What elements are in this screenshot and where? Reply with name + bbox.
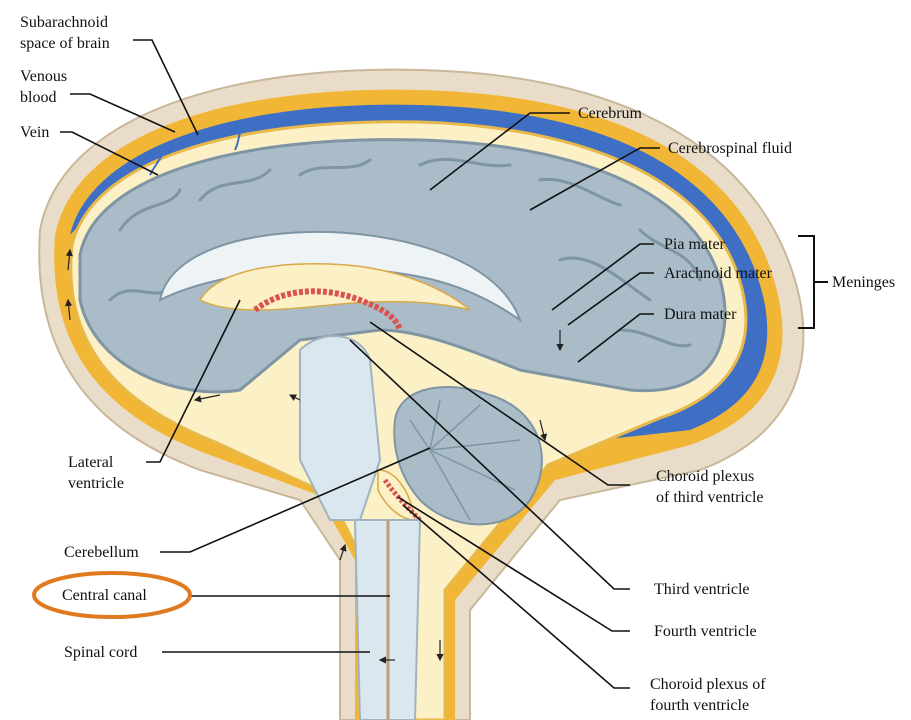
lateral-ventricle — [198, 263, 471, 311]
label-lateral-ventricle: Lateral ventricle — [68, 452, 124, 494]
label-choroid-third-line2: of third ventricle — [656, 489, 764, 506]
label-lateral-ventricle-line2: ventricle — [68, 475, 124, 492]
label-arachnoid-mater: Arachnoid mater — [664, 265, 772, 282]
cerebellum — [393, 386, 543, 526]
label-subarachnoid-space: Subarachnoid space of brain — [20, 12, 110, 54]
label-subarachnoid-line2: space of brain — [20, 35, 110, 52]
label-fourth-ventricle: Fourth ventricle — [654, 623, 757, 640]
cerebrum-gyri — [108, 157, 702, 348]
label-choroid-fourth-line2: fourth ventricle — [650, 697, 750, 714]
meninges-bracket — [798, 235, 828, 329]
label-venous-blood-line1: Venous — [20, 68, 68, 85]
label-cerebrospinal-fluid: Cerebrospinal fluid — [668, 140, 792, 157]
label-meninges: Meninges — [832, 274, 896, 291]
label-third-ventricle: Third ventricle — [654, 581, 750, 598]
label-pia-mater: Pia mater — [664, 236, 725, 253]
label-subarachnoid-line1: Subarachnoid — [20, 14, 108, 31]
label-dura-mater: Dura mater — [664, 306, 737, 323]
label-vein: Vein — [20, 124, 50, 141]
csf-flow-arrows — [65, 248, 564, 664]
central-canal-highlight — [32, 571, 192, 619]
label-choroid-third-line1: Choroid plexus — [656, 468, 755, 485]
venous-blood-sinus — [70, 104, 768, 441]
veins — [149, 124, 246, 176]
choroid-plexus-third-ventricle — [253, 288, 403, 332]
label-choroid-fourth-line1: Choroid plexus of — [650, 676, 766, 693]
label-venous-blood-line2: blood — [20, 89, 57, 106]
label-spinal-cord: Spinal cord — [64, 644, 138, 661]
label-lateral-ventricle-line1: Lateral — [68, 454, 114, 471]
label-cerebellum: Cerebellum — [64, 544, 139, 561]
label-central-canal: Central canal — [62, 587, 147, 604]
label-cerebrum: Cerebrum — [578, 105, 642, 122]
label-venous-blood: Venous blood — [20, 66, 67, 108]
label-choroid-plexus-fourth-ventricle: Choroid plexus of fourth ventricle — [650, 674, 766, 716]
leader-lines — [60, 39, 660, 689]
label-choroid-plexus-third-ventricle: Choroid plexus of third ventricle — [656, 466, 764, 508]
